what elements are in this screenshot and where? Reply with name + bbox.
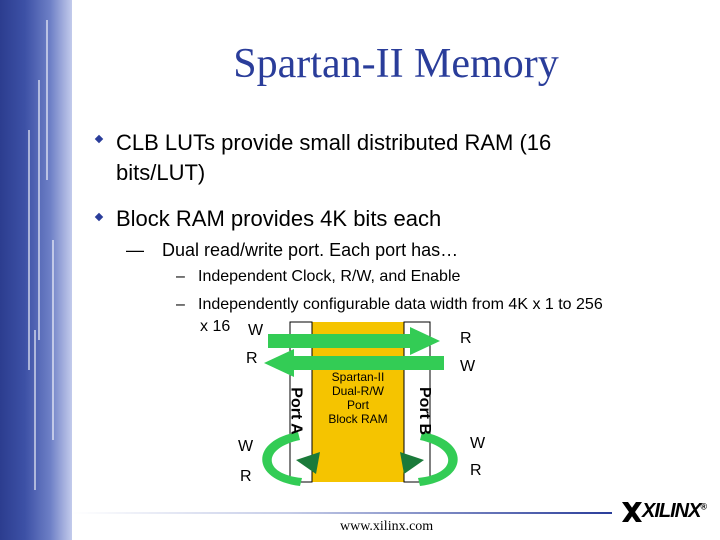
sub-dash: — — [126, 240, 144, 260]
logo-text: XILINX — [642, 500, 701, 522]
bullet-2: Block RAM provides 4K bits each — [116, 206, 442, 231]
port-b-label: Port B — [416, 387, 433, 435]
ram-line-3: Port — [346, 398, 369, 412]
subsub-dash-1: – — [176, 268, 185, 285]
subsub-bullet-2: Independently configurable data width fr… — [198, 296, 603, 313]
loop-arrow-port-b — [400, 432, 458, 486]
xilinx-logo: XILINX® — [622, 500, 707, 524]
slide-title: Spartan-II Memory — [233, 41, 559, 87]
bullet-1-line2: bits/LUT) — [116, 160, 206, 185]
subsub-bullet-1: Independent Clock, R/W, and Enable — [198, 268, 461, 285]
ram-line-4: Block RAM — [328, 412, 388, 426]
footer-divider — [72, 512, 612, 514]
sub-bullet: Dual read/write port. Each port has… — [162, 240, 459, 260]
label-w-mid-right: W — [460, 358, 476, 375]
label-r-bot-right: R — [470, 462, 482, 479]
footer-url: www.xilinx.com — [340, 519, 434, 534]
ram-block — [312, 322, 404, 482]
xilinx-mark-icon — [622, 501, 642, 522]
label-w-bot-left: W — [238, 438, 254, 455]
ram-line-1: Spartan-II — [331, 370, 385, 384]
sidebar-gradient — [0, 0, 72, 540]
subsub-bullet-2-cont: x 16 — [200, 318, 231, 335]
label-w-top-left: W — [248, 322, 264, 339]
arrow-write-left-to-right — [268, 327, 440, 355]
label-r-bot-left: R — [240, 468, 252, 485]
label-w-bot-right: W — [470, 435, 486, 452]
ram-block-label: Spartan-II Dual-R/W Port Block RAM — [312, 370, 404, 426]
port-a-label: Port A — [287, 387, 305, 435]
loop-arrow-port-a — [262, 432, 320, 486]
bullet-1-line1: CLB LUTs provide small distributed RAM (… — [116, 130, 552, 155]
logo-mark: ® — [700, 501, 708, 512]
ram-line-2: Dual-R/W — [331, 384, 384, 398]
subsub-dash-2: – — [176, 296, 185, 313]
arrow-read-right-to-left — [264, 349, 444, 377]
label-r-top-right: R — [460, 330, 472, 347]
label-r-mid-left: R — [246, 350, 258, 367]
